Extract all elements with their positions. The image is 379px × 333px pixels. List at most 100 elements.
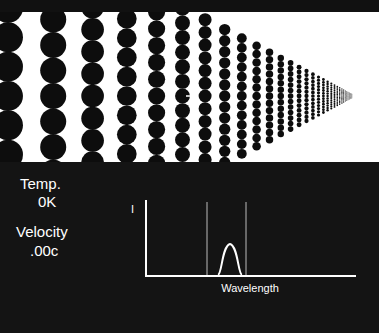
sphere [288,99,294,105]
sphere [199,102,212,115]
sphere [266,121,273,128]
sphere [40,134,66,160]
sphere [343,96,344,97]
sphere [344,91,346,93]
sphere [266,129,273,136]
sphere [326,92,328,94]
sphere [351,95,352,96]
sphere [334,88,336,90]
sphere [339,102,340,103]
sphere [317,85,320,88]
sphere [337,86,339,88]
axis-label: I [131,204,134,215]
sphere [252,100,261,109]
sphere [199,90,212,103]
sphere [252,125,261,134]
sphere [237,130,247,140]
sphere [297,65,302,70]
sphere [237,149,247,159]
sphere [337,98,339,100]
sphere [219,112,230,123]
sphere [322,103,325,106]
sphere [297,108,302,113]
sphere [317,101,320,104]
sphere [288,88,294,94]
sphere [304,94,308,98]
sphere [322,78,325,81]
sphere [326,102,328,104]
sphere [219,101,230,112]
sphere [346,92,348,94]
sphere [339,101,340,102]
sphere [175,30,190,45]
sphere [317,104,320,107]
label: Velocity [16,224,68,239]
sphere [117,28,137,48]
sphere [351,95,352,96]
sphere [343,101,344,102]
sphere [351,96,352,97]
sphere [175,162,190,163]
sphere [0,140,23,162]
sphere [330,85,332,87]
value: .00c [30,243,58,258]
sphere [339,90,340,91]
sphere [330,93,332,95]
sphere [252,108,261,117]
sphere [252,83,261,92]
sphere [317,98,320,101]
spectrum-graph [145,200,356,276]
sphere [175,132,190,147]
sphere [297,84,302,89]
sphere [326,90,328,92]
sphere [252,142,261,151]
sphere [40,83,66,109]
sphere [337,102,339,104]
sphere [349,97,351,99]
sphere [330,95,332,97]
sphere [117,105,137,125]
sphere [322,111,325,114]
sphere [351,93,352,94]
sphere [346,93,348,95]
sphere [346,95,348,97]
sphere [266,49,273,56]
sphere [341,89,342,90]
sphere [219,135,230,146]
sphere [311,87,315,91]
sphere [344,99,346,101]
sphere [330,105,332,107]
sphere [252,75,261,84]
sphere [288,115,294,121]
sphere [237,101,247,111]
sphere [288,66,294,72]
sphere [199,128,212,141]
sphere [344,98,346,100]
sphere [330,99,332,101]
sphere [351,93,352,94]
sphere [351,94,352,95]
sphere [347,99,349,101]
sphere [266,114,273,121]
sphere [0,81,23,111]
sphere [252,92,261,101]
sphere [347,96,349,98]
sphere [237,53,247,63]
sphere [81,107,104,130]
sphere [326,104,328,106]
sphere [343,91,344,92]
sphere [330,97,332,99]
sphere [334,99,336,101]
sphere [348,93,350,95]
sphere [219,79,230,90]
sphere [304,81,308,85]
sphere [343,93,344,94]
sphere [326,85,328,87]
sphere [350,97,351,98]
sphere [81,151,104,162]
sphere [219,157,230,162]
sphere [350,98,351,99]
sphere [347,94,349,96]
sphere [348,92,350,94]
